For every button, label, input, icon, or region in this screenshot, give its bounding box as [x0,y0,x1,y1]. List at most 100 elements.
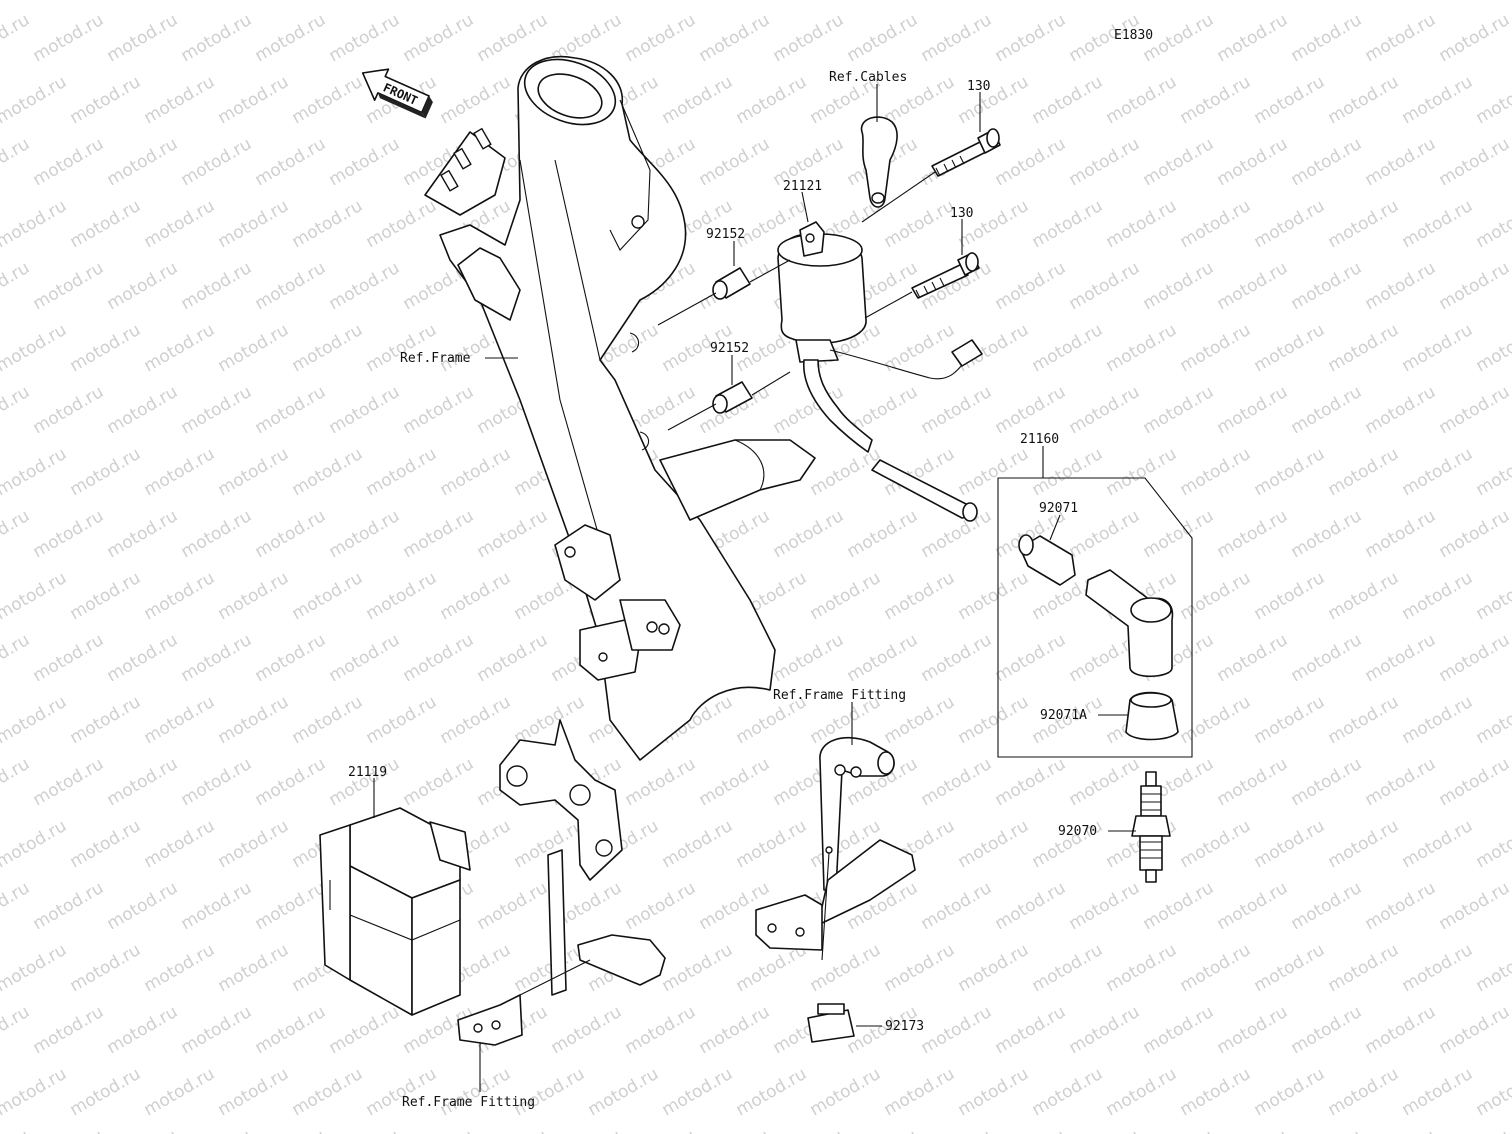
watermark-text: motod.ru [807,444,885,500]
watermark-text: motod.ru [1140,506,1218,562]
watermark-text: motod.ru [1325,320,1403,376]
watermark-text: motod.ru [1436,382,1512,438]
watermark-text: motod.ru [1362,878,1440,934]
watermark-text: motod.ru [289,692,367,748]
watermark-text: motod.ru [1288,258,1366,314]
watermark-text: motod.ru [1251,692,1329,748]
watermark-text: motod.ru [1325,1064,1403,1120]
watermark-text: motod.ru [0,10,33,66]
watermark-text: motod.ru [1066,1002,1144,1058]
watermark-text: motod.ru [289,444,367,500]
watermark-text: motod.ru [252,878,330,934]
watermark-text: motod.ru [1251,0,1329,4]
watermark-text: motod.ru [104,878,182,934]
watermark-text: motod.ru [104,754,182,810]
watermark-text: motod.ru [141,568,219,624]
watermark-text: motod.ru [548,1126,626,1134]
watermark-text: motod.ru [252,754,330,810]
watermark-text: motod.ru [252,630,330,686]
watermark-text: motod.ru [622,878,700,934]
collar-92152-lower [712,381,753,414]
front-arrow-icon: FRONT [361,68,433,119]
watermark-text: motod.ru [1140,878,1218,934]
watermark-text: motod.ru [363,0,441,4]
watermark-text: motod.ru [1140,134,1218,190]
watermark-text: motod.ru [215,940,293,996]
bolt-130-upper [931,128,1001,177]
watermark-text: motod.ru [326,258,404,314]
watermark-text: motod.ru [1399,692,1477,748]
watermark-text: motod.ru [363,1064,441,1120]
watermark-text: motod.ru [104,10,182,66]
watermark-text: motod.ru [141,692,219,748]
watermark-text: motod.ru [67,320,145,376]
watermark-text: motod.ru [1288,506,1366,562]
watermark-text: motod.ru [1251,816,1329,872]
watermark-text: motod.ru [1029,320,1107,376]
watermark-text: motod.ru [881,568,959,624]
watermark-text: motod.ru [622,10,700,66]
watermark-text: motod.ru [1214,10,1292,66]
watermark-text: motod.ru [992,754,1070,810]
watermark-text: motod.ru [1325,568,1403,624]
watermark-text: motod.ru [0,568,70,624]
watermark-text: motod.ru [326,382,404,438]
watermark-text: motod.ru [1177,692,1255,748]
watermark-text: motod.ru [1473,72,1512,128]
watermark-text: motod.ru [659,816,737,872]
watermark-text: motod.ru [141,72,219,128]
watermark-text: motod.ru [1288,754,1366,810]
watermark-text: motod.ru [1288,382,1366,438]
watermark-text: motod.ru [363,320,441,376]
watermark-text: motod.ru [659,940,737,996]
watermark-text: motod.ru [1066,754,1144,810]
watermark-text: motod.ru [289,320,367,376]
label-21160: 21160 [1020,432,1059,447]
watermark-text: motod.ru [1436,878,1512,934]
watermark-text: motod.ru [0,692,70,748]
watermark-text: motod.ru [1214,506,1292,562]
watermark-text: motod.ru [474,506,552,562]
watermark-text: motod.ru [1362,382,1440,438]
leader-lines [373,84,1136,1092]
watermark-text: motod.ru [1103,72,1181,128]
watermark-text: motod.ru [437,568,515,624]
watermark-text: motod.ru [1251,444,1329,500]
watermark-text: motod.ru [1399,196,1477,252]
watermark-text: motod.ru [104,506,182,562]
watermark-text: motod.ru [1177,940,1255,996]
watermark-text: motod.ru [881,940,959,996]
watermark-text: motod.ru [918,10,996,66]
watermark-text: motod.ru [918,1126,996,1134]
label-92152-lower: 92152 [710,341,749,356]
watermark-text: motod.ru [1436,258,1512,314]
watermark-text: motod.ru [1399,72,1477,128]
watermark-text: motod.ru [141,940,219,996]
watermark-text: motod.ru [30,506,108,562]
watermark-text: motod.ru [178,754,256,810]
watermark-text: motod.ru [104,258,182,314]
watermark-text: motod.ru [30,382,108,438]
watermark-text: motod.ru [252,506,330,562]
watermark-text: motod.ru [1140,1126,1218,1134]
watermark-text: motod.ru [326,506,404,562]
watermark-text: motod.ru [807,568,885,624]
watermark-text: motod.ru [30,878,108,934]
watermark-text: motod.ru [215,72,293,128]
watermark-text: motod.ru [141,444,219,500]
watermark-text: motod.ru [511,940,589,996]
watermark-text: motod.ru [437,1064,515,1120]
watermark-text: motod.ru [1473,0,1512,4]
watermark-text: motod.ru [1288,630,1366,686]
watermark-text: motod.ru [1399,1064,1477,1120]
cdi-unit [319,807,471,1016]
label-130-lower: 130 [950,206,973,221]
watermark-text: motod.ru [67,1064,145,1120]
watermark-text: motod.ru [844,506,922,562]
watermark-text: motod.ru [918,754,996,810]
watermark-text: motod.ru [400,382,478,438]
watermark-text: motod.ru [807,0,885,4]
cable-clamp [860,116,898,208]
watermark-text: motod.ru [0,1126,33,1134]
